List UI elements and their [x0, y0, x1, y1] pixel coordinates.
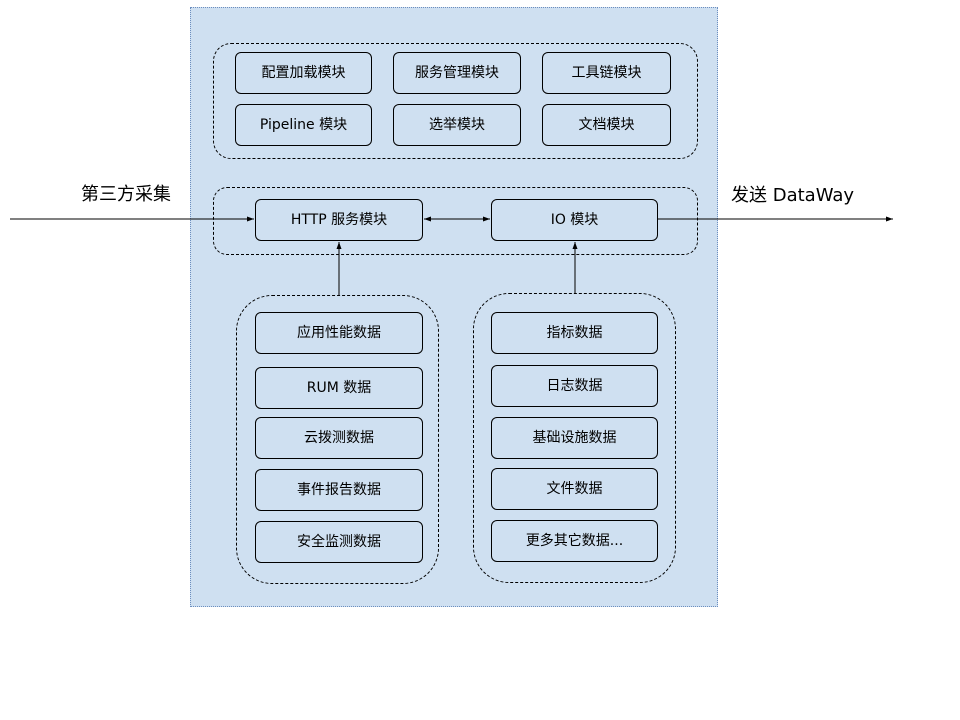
toolchain-module: 工具链模块 [542, 52, 671, 94]
dialtesting-data-item: 云拨测数据 [255, 417, 423, 459]
config-loading-module: 配置加载模块 [235, 52, 372, 94]
io-module: IO 模块 [491, 199, 658, 241]
document-module: 文档模块 [542, 104, 671, 146]
event-report-data-item: 事件报告数据 [255, 469, 423, 511]
rum-data-item: RUM 数据 [255, 367, 423, 409]
http-service-module: HTTP 服务模块 [255, 199, 423, 241]
http-data-sources-group [236, 295, 439, 584]
io-data-sources-group [473, 293, 676, 583]
send-to-dataway-label: 发送 DataWay [731, 185, 855, 206]
election-module: 选举模块 [393, 104, 521, 146]
log-data-item: 日志数据 [491, 365, 658, 407]
datakit-panel [190, 7, 718, 607]
infrastructure-data-item: 基础设施数据 [491, 417, 658, 459]
security-monitoring-data-item: 安全监测数据 [255, 521, 423, 563]
metric-data-item: 指标数据 [491, 312, 658, 354]
service-management-module: 服务管理模块 [393, 52, 521, 94]
file-data-item: 文件数据 [491, 468, 658, 510]
pipeline-module: Pipeline 模块 [235, 104, 372, 146]
transport-modules-group [213, 187, 698, 255]
apm-data-item: 应用性能数据 [255, 312, 423, 354]
third-party-collection-label: 第三方采集 [81, 184, 171, 205]
more-data-item: 更多其它数据... [491, 520, 658, 562]
core-modules-group [213, 43, 698, 159]
